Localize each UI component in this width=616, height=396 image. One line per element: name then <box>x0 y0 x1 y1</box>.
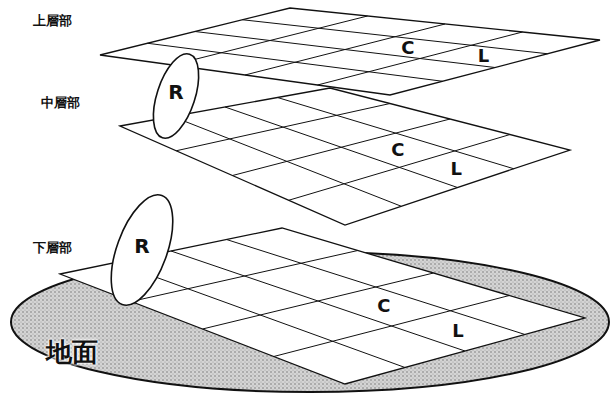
grid-line <box>203 273 434 329</box>
layer-label: 中層部 <box>41 96 80 109</box>
grid-line <box>233 119 451 176</box>
cell-letter: C <box>401 39 414 57</box>
r-ellipse: R <box>128 48 224 144</box>
cell-letter: L <box>451 160 462 178</box>
r-letter: R <box>134 236 149 256</box>
grid-line <box>274 296 510 357</box>
ground-ellipse: 地面下層部CL <box>10 251 610 393</box>
grid-border <box>120 88 570 225</box>
cell-letter: C <box>377 297 390 315</box>
layer-label: 下層部 <box>33 241 72 254</box>
grid-line <box>227 240 526 335</box>
grid-line <box>225 107 458 188</box>
cell-letter: C <box>391 141 404 159</box>
r-ellipse: R <box>80 188 204 312</box>
ground-label: 地面 <box>46 339 98 365</box>
grid-line <box>243 20 548 54</box>
cell-letter: L <box>452 322 463 340</box>
grid-line <box>278 98 514 169</box>
grid-line <box>289 135 510 201</box>
layer-label: 上層部 <box>33 14 72 27</box>
r-letter: R <box>168 82 183 102</box>
grid-line <box>318 32 523 85</box>
cell-letter: L <box>478 47 489 65</box>
grid-border <box>60 228 585 384</box>
